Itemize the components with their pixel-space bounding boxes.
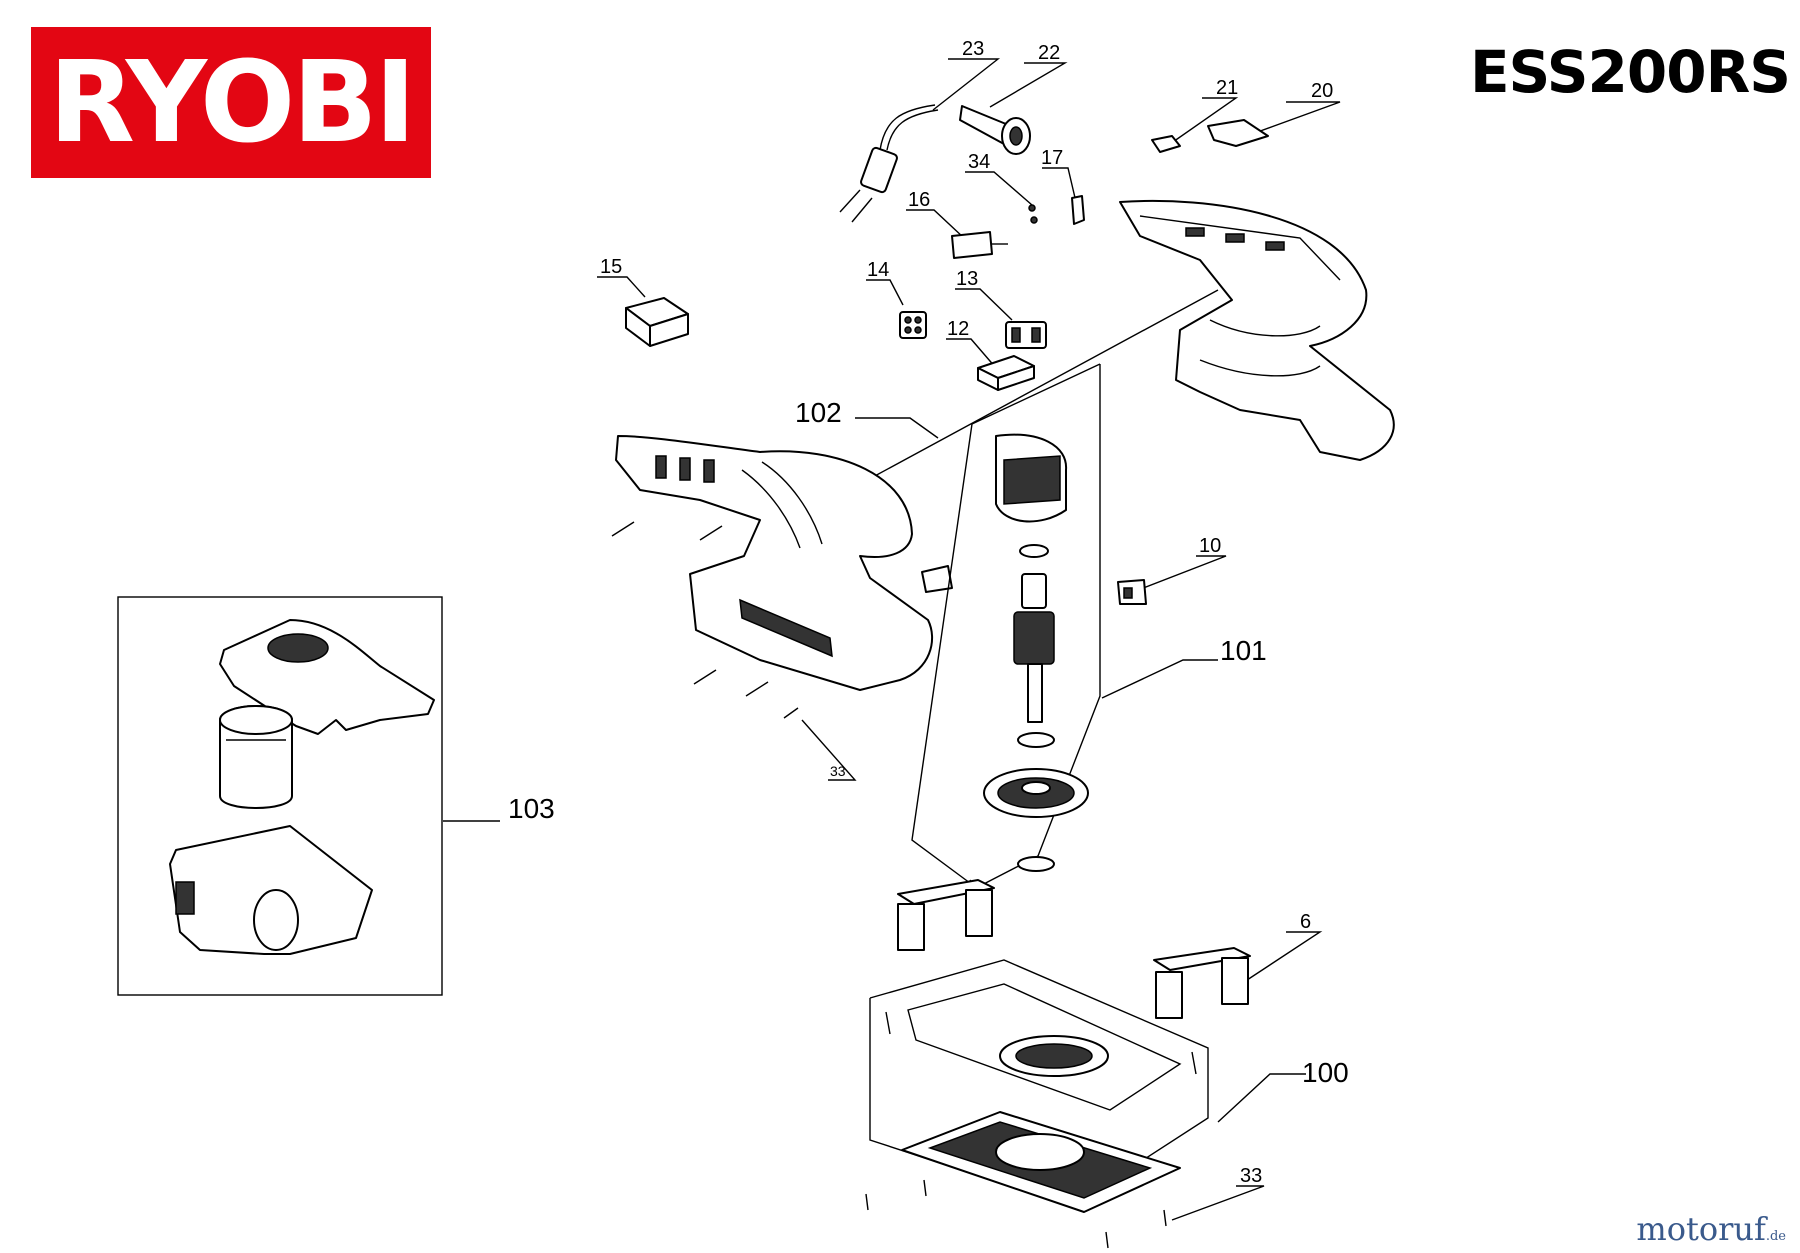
callout-20: 20: [1311, 80, 1333, 102]
callout-101: 101: [1220, 635, 1267, 666]
watermark: motoruf.de: [1636, 1210, 1786, 1248]
callout-labels: 23 22 21 20 34 17 16 15 14 13 12 102 10 …: [508, 38, 1349, 1187]
housing-right-half: [1119, 199, 1395, 461]
dust-box-assembly: [117, 596, 443, 996]
callout-15: 15: [600, 256, 622, 278]
callout-22: 22: [1038, 42, 1060, 64]
switch-parts: [1151, 119, 1269, 153]
watermark-main: motoruf: [1636, 1210, 1766, 1248]
base-plate-assembly: [865, 959, 1209, 1249]
callout-33-top: 33: [830, 763, 846, 779]
ryobi-logo: RYOBI: [31, 27, 431, 178]
part-10: [1117, 579, 1147, 605]
callout-103: 103: [508, 793, 555, 824]
small-fasteners: [1028, 195, 1085, 225]
connector-14: [899, 311, 927, 339]
watermark-suffix: .de: [1765, 1229, 1786, 1244]
callout-102: 102: [795, 397, 842, 428]
callout-23: 23: [962, 38, 984, 60]
callout-10: 10: [1199, 535, 1221, 557]
switch-13: [1005, 321, 1047, 349]
callout-34: 34: [968, 151, 990, 173]
callout-6: 6: [1300, 911, 1311, 933]
block-12: [977, 355, 1035, 391]
housing-left-half: [615, 435, 934, 691]
switch-16: [951, 231, 1008, 259]
motor-assembly: [911, 363, 1101, 889]
callout-14: 14: [867, 259, 889, 281]
box-15: [625, 297, 689, 347]
model-number: ESS200RS: [1469, 38, 1791, 106]
callout-12: 12: [947, 318, 969, 340]
callout-13: 13: [956, 268, 978, 290]
power-cord: [839, 104, 939, 223]
callout-100: 100: [1302, 1057, 1349, 1088]
screws-left: [611, 521, 953, 719]
callout-16: 16: [908, 189, 930, 211]
feet-6: [897, 879, 1251, 1019]
logo-text: RYOBI: [48, 37, 416, 168]
callout-33-bottom: 33: [1240, 1165, 1262, 1187]
callout-17: 17: [1041, 147, 1063, 169]
leader-lines: [443, 58, 1341, 1221]
strain-relief: [959, 105, 1031, 155]
callout-21: 21: [1216, 77, 1238, 99]
